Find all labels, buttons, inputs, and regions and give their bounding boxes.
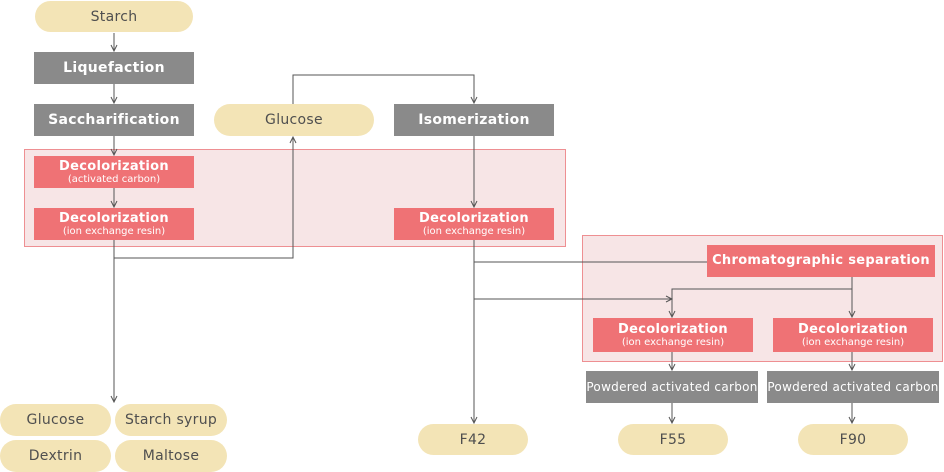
node-subtitle: (ion exchange resin) <box>422 225 526 237</box>
product-maltose: Maltose <box>115 440 227 472</box>
product-dextrin: Dextrin <box>0 440 111 472</box>
node-powdered-activated-carbon-2: Powdered activated carbon <box>767 371 939 403</box>
node-decolorization-resin-left: Decolorization (ion exchange resin) <box>34 208 194 240</box>
node-subtitle: (ion exchange resin) <box>801 336 905 348</box>
node-saccharification: Saccharification <box>34 104 194 136</box>
node-title: Decolorization <box>59 210 169 226</box>
node-subtitle: (activated carbon) <box>67 173 161 185</box>
node-subtitle: (ion exchange resin) <box>62 225 166 237</box>
node-title: Chromatographic separation <box>712 253 930 268</box>
node-starch: Starch <box>35 1 193 32</box>
product-starch-syrup: Starch syrup <box>115 404 227 436</box>
product-f90: F90 <box>798 424 908 455</box>
node-liquefaction: Liquefaction <box>34 52 194 84</box>
node-title: Decolorization <box>59 158 169 174</box>
node-decolorization-resin-mid: Decolorization (ion exchange resin) <box>394 208 554 240</box>
product-glucose: Glucose <box>0 404 111 436</box>
arrow-glucose-isomerization <box>292 74 474 104</box>
node-subtitle: (ion exchange resin) <box>621 336 725 348</box>
node-title: Decolorization <box>419 210 529 226</box>
node-isomerization: Isomerization <box>394 104 554 136</box>
node-decolorization-resin-r1: Decolorization (ion exchange resin) <box>593 318 753 352</box>
product-f42: F42 <box>418 424 528 455</box>
node-glucose-intermediate: Glucose <box>214 104 374 136</box>
node-title: Decolorization <box>618 321 728 337</box>
node-powdered-activated-carbon-1: Powdered activated carbon <box>586 371 758 403</box>
product-f55: F55 <box>618 424 728 455</box>
node-chromatographic-separation: Chromatographic separation <box>707 245 935 277</box>
node-decolorization-activated-carbon: Decolorization (activated carbon) <box>34 156 194 188</box>
arrow-branch-glucose <box>114 137 293 259</box>
arrow-chrom-left <box>672 277 853 317</box>
node-decolorization-resin-r2: Decolorization (ion exchange resin) <box>773 318 933 352</box>
node-title: Decolorization <box>798 321 908 337</box>
